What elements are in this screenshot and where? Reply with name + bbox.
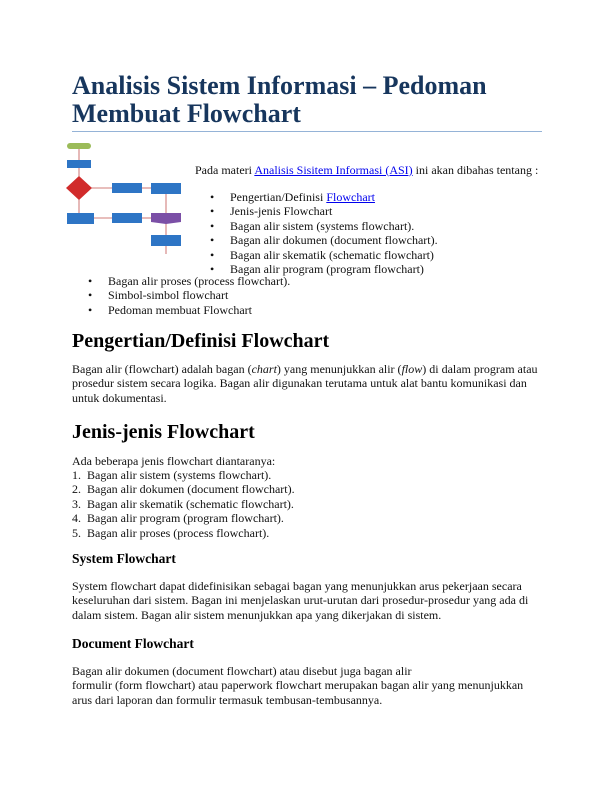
list-item: Bagan alir dokumen (document flowchart). (210, 233, 438, 248)
list-item: Pengertian/Definisi Flowchart (210, 190, 438, 205)
heading-definisi: Pengertian/Definisi Flowchart (72, 330, 330, 352)
emphasis-chart: chart (251, 362, 277, 376)
system-paragraph: System flowchart dapat didefinisikan seb… (72, 579, 529, 622)
list-item: Bagan alir proses (process flowchart). (88, 274, 290, 289)
heading-document-flowchart: Document Flowchart (72, 636, 194, 651)
list-item-text: Bagan alir proses (process flowchart). (87, 525, 270, 540)
intro-prefix: Pada materi (195, 163, 255, 177)
list-item-text: Bagan alir sistem (systems flowchart). (87, 468, 272, 482)
list-item: Bagan alir skematik (schematic flowchart… (210, 248, 438, 263)
list-item-text: Bagan alir program (program flowchart). (87, 511, 284, 526)
flowchart-link[interactable]: Flowchart (326, 190, 375, 204)
list-item: 3. Bagan alir skematik (schematic flowcha… (72, 497, 295, 511)
definisi-paragraph: Bagan alir (flowchart) adalah bagan (cha… (72, 362, 542, 405)
list-item: 5. Bagan alir proses (process flowchart). (72, 526, 295, 540)
list-item: 2. Bagan alir dokumen (document flowchart… (72, 482, 295, 496)
heading-jenis: Jenis-jenis Flowchart (72, 421, 255, 443)
jenis-list: 1. Bagan alir sistem (systems flowchart).… (72, 468, 295, 540)
asi-link[interactable]: Analisis Sisitem Informasi (ASI) (254, 163, 413, 177)
list-number: 3. (72, 496, 81, 511)
list-item: Simbol-simbol flowchart (88, 288, 290, 303)
title-divider (72, 131, 542, 132)
jenis-lead: Ada beberapa jenis flowchart diantaranya… (72, 454, 276, 468)
topics-list-continued: Bagan alir proses (process flowchart). S… (88, 274, 290, 318)
intro-suffix: ini akan dibahas tentang : (412, 163, 539, 177)
text-line: formulir (form flowchart) atau paperwork… (72, 678, 524, 707)
list-item-text: Bagan alir skematik (schematic flowchart… (87, 496, 294, 511)
heading-system-flowchart: System Flowchart (72, 551, 176, 566)
flowchart-image (66, 143, 181, 254)
list-item: Jenis-jenis Flowchart (210, 204, 438, 219)
page-title: Analisis Sistem Informasi – Pedoman Memb… (72, 71, 487, 128)
list-item: Bagan alir program (program flowchart) (210, 262, 438, 277)
text-line: Bagan alir dokumen (document flowchart) … (72, 664, 412, 678)
text-span: Bagan alir (flowchart) adalah bagan ( (72, 362, 252, 376)
list-item: 1. Bagan alir sistem (systems flowchart). (72, 468, 295, 482)
list-number: 5. (72, 525, 81, 540)
text-span: ) di dalam program atau prosedur sistem … (72, 362, 538, 405)
topics-list: Pengertian/Definisi Flowchart Jenis-jeni… (210, 190, 438, 277)
list-item: Pedoman membuat Flowchart (88, 303, 290, 318)
text-span: ) yang menunjukkan alir ( (276, 362, 402, 376)
document-paragraph: Bagan alir dokumen (document flowchart) … (72, 664, 542, 707)
list-item: Bagan alir sistem (systems flowchart). (210, 219, 438, 234)
intro-paragraph: Pada materi Analisis Sisitem Informasi (… (195, 163, 538, 177)
emphasis-flow: flow (401, 362, 423, 376)
list-item-text: Pengertian/Definisi (230, 190, 327, 204)
list-number: 1. (72, 468, 81, 482)
list-number: 2. (72, 482, 81, 497)
list-item-text: Bagan alir dokumen (document flowchart). (87, 482, 295, 497)
list-number: 4. (72, 511, 81, 526)
list-item: 4. Bagan alir program (program flowchart)… (72, 511, 295, 525)
